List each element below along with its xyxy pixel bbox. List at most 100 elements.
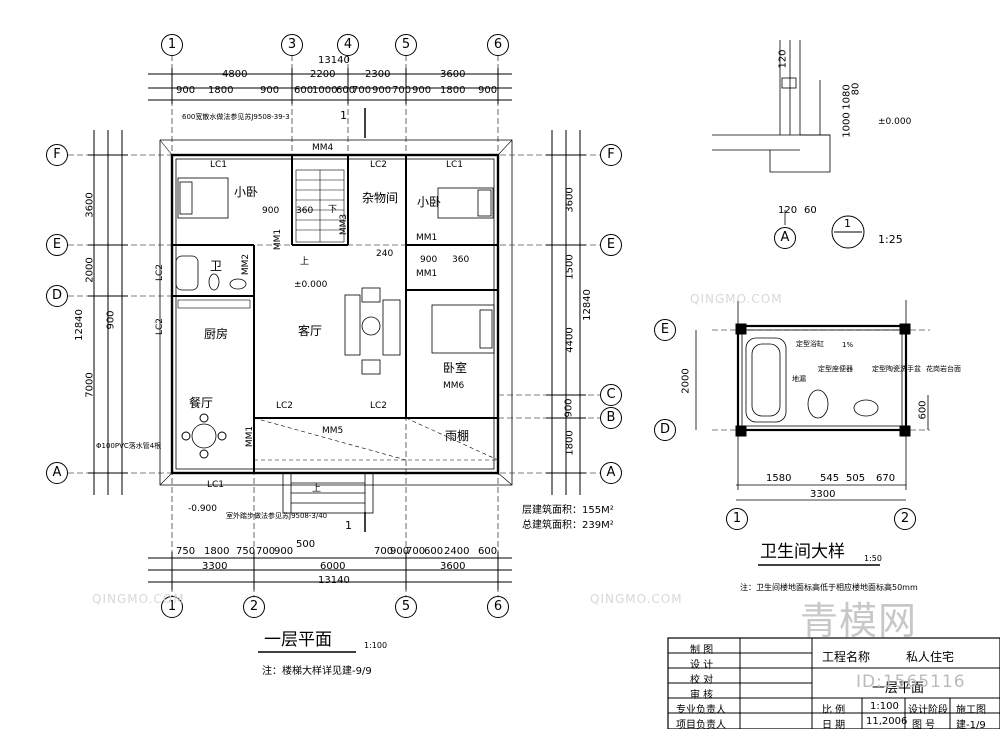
door-label: MM2 [241, 253, 252, 276]
detail-dim: 120 [777, 49, 789, 69]
tb-scale-val: 1:100 [870, 701, 899, 712]
room-bedroom-small-2: 小卧 [417, 195, 442, 209]
door-label: MM3 [339, 213, 350, 236]
watermark-small: QINGMO.COM [590, 592, 683, 606]
axis-bottom-5: 5 [395, 596, 417, 618]
window-label: LC2 [370, 160, 388, 170]
bottom-dim: 6000 [320, 561, 346, 572]
axis-right-E: E [600, 234, 622, 256]
tb-project-name: 私人住宅 [906, 650, 955, 664]
stair-up-label: 上 [300, 257, 310, 267]
right-dim: 1800 [564, 430, 576, 456]
bath-dim-v: 2000 [680, 368, 692, 394]
left-dim: 3600 [84, 192, 96, 218]
top-sub-dim: 900 [372, 85, 392, 96]
inner-dim: 900 [262, 206, 280, 216]
axis-left-F: F [46, 144, 68, 166]
top-sub-dim: 1800 [440, 85, 466, 96]
bath-axis-2: 2 [894, 508, 916, 530]
top-sub-dim: 1800 [208, 85, 234, 96]
tb-stage-label: 设计阶段 [908, 705, 948, 716]
bottom-sub-dim: 600 [478, 546, 498, 557]
bath-dim: 505 [846, 473, 866, 484]
bottom-sub-dim: 1800 [204, 546, 230, 557]
plan-note: 注：楼梯大样详见建-9/9 [262, 666, 372, 677]
bath-label: 定型浴缸 [796, 340, 824, 348]
axis-bottom-1: 1 [161, 596, 183, 618]
axis-top-5: 5 [395, 34, 417, 56]
bath-scale: 1:50 [864, 554, 882, 563]
bath-label: 花岗岩台面 [926, 365, 961, 373]
axis-right-B: B [600, 407, 622, 429]
bottom-dim: 3600 [440, 561, 466, 572]
tb-row-label: 设 计 [690, 660, 714, 671]
bottom-sub-dim: 700 [406, 546, 426, 557]
total-dim-top: 13140 [318, 55, 350, 66]
elevation-label: -0.900 [188, 504, 218, 514]
tb-num-val: 建-1/9 [956, 720, 986, 731]
bath-axis-1: 1 [726, 508, 748, 530]
tb-row-label: 专业负责人 [676, 705, 726, 716]
axis-bottom-2: 2 [243, 596, 265, 618]
right-dim: 3600 [564, 187, 576, 213]
bottom-sub-dim: 700 [374, 546, 394, 557]
section-mark: 1 [340, 109, 347, 122]
axis-left-A: A [46, 462, 68, 484]
total-dim-bottom: 13140 [318, 575, 350, 586]
window-label: LC2 [370, 401, 388, 411]
stair-up-label: 上 [312, 484, 322, 494]
tb-row-label: 项目负责人 [676, 720, 726, 731]
top-dim: 2300 [365, 69, 391, 80]
watermark-small: QINGMO.COM [92, 592, 185, 606]
bath-label: 定型陶瓷洗手盆 [872, 365, 921, 373]
axis-right-F: F [600, 144, 622, 166]
tb-drawing-name: 一层平面 [872, 681, 925, 696]
axis-right-A: A [600, 462, 622, 484]
tb-date-val: 11,2006 [866, 716, 908, 727]
top-sub-dim: 600 [294, 85, 314, 96]
bottom-sub-dim: 750 [176, 546, 196, 557]
bath-dim-total: 3300 [810, 489, 836, 500]
tb-project-label: 工程名称 [822, 650, 871, 664]
bottom-sub-dim: 500 [296, 539, 316, 550]
axis-right-C: C [600, 384, 622, 406]
top-dim: 3600 [440, 69, 466, 80]
left-dim: 7000 [84, 372, 96, 398]
section-mark: 1 [345, 519, 352, 532]
door-label: MM6 [443, 381, 465, 391]
top-sub-dim: 900 [260, 85, 280, 96]
bath-label: 1% [842, 341, 854, 349]
window-label: LC1 [446, 160, 464, 170]
room-dining: 餐厅 [189, 396, 214, 410]
floor-area-label: 层建筑面积：155M² [522, 505, 614, 516]
inner-dim: 360 [296, 206, 314, 216]
bath-axis-D: D [654, 419, 676, 441]
axis-left-D: D [46, 285, 68, 307]
room-wc: 卫 [210, 259, 223, 273]
tb-date-label: 日 期 [822, 720, 846, 731]
detail-dim: 1000 [841, 112, 853, 138]
right-dim: 1500 [564, 254, 576, 280]
axis-top-4: 4 [337, 34, 359, 56]
top-sub-dim: 900 [478, 85, 498, 96]
door-label: MM5 [322, 426, 344, 436]
watermark-small: QINGMO.COM [690, 292, 783, 306]
door-label: MM1 [416, 269, 438, 279]
detail-elev: ±0.000 [878, 117, 912, 127]
inner-dim: 900 [420, 255, 438, 265]
door-label: MM1 [245, 425, 256, 448]
bath-label: 地漏 [792, 375, 806, 383]
door-label: MM1 [416, 233, 438, 243]
door-label: MM4 [312, 143, 334, 153]
drain-note: Φ100PVC落水管4根 [96, 442, 162, 450]
left-dim-total: 12840 [73, 309, 85, 341]
scatter-note: 600宽散水做法参见苏J9508-39-3 [182, 113, 290, 121]
bottom-sub-dim: 900 [274, 546, 294, 557]
stair-down-label: 下 [328, 205, 338, 215]
top-dim: 4800 [222, 69, 248, 80]
plan-title: 一层平面 [264, 630, 332, 650]
detail-number: 1 [844, 217, 851, 230]
right-dim: 900 [563, 398, 575, 418]
detail-dim: 80 [850, 82, 862, 96]
